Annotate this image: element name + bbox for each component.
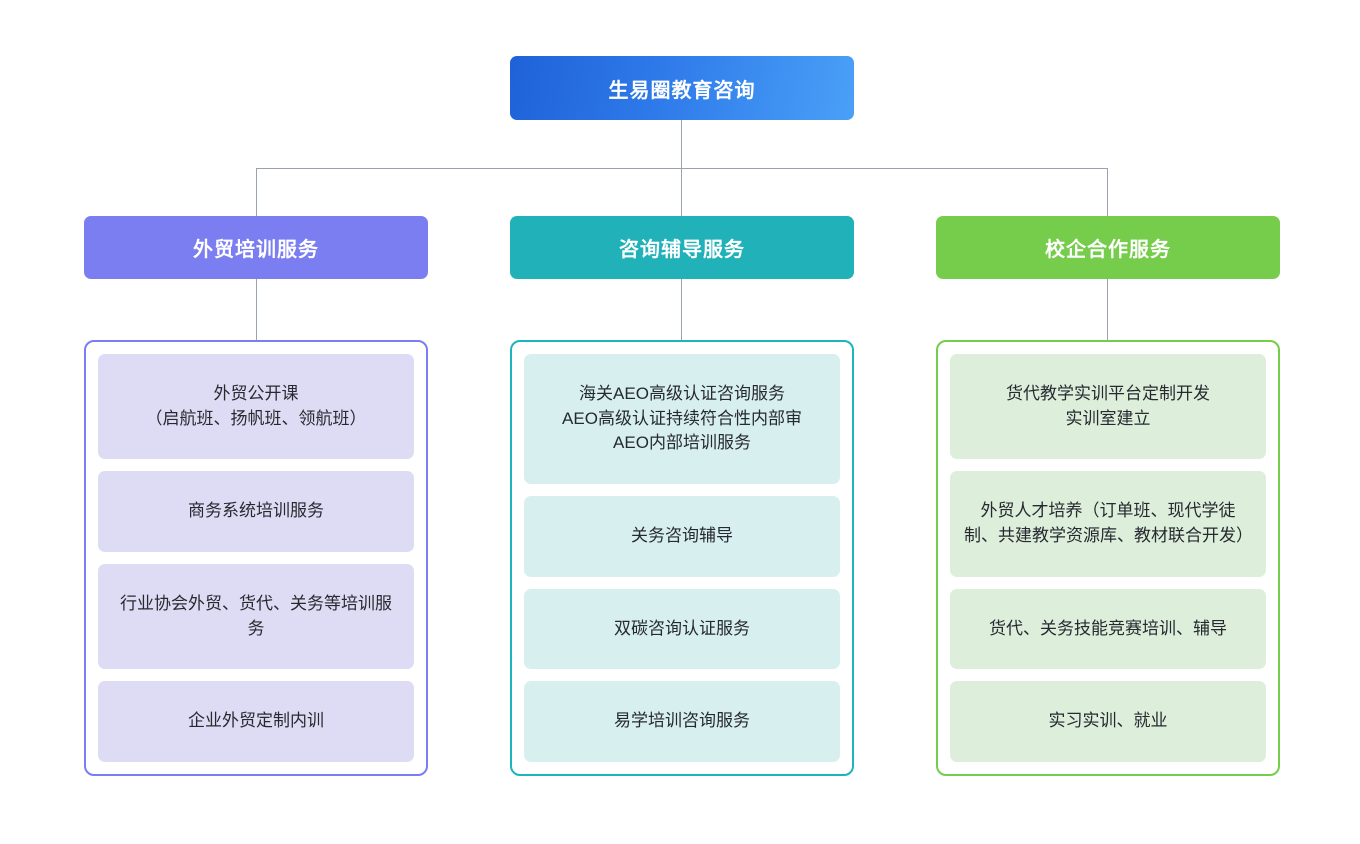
leaf-card[interactable]: 外贸公开课 （启航班、扬帆班、领航班） [98,354,414,460]
branch-group-3: 货代教学实训平台定制开发 实训室建立 外贸人才培养（订单班、现代学徒制、共建教学… [936,340,1280,776]
branch-group-2: 海关AEO高级认证咨询服务 AEO高级认证持续符合性内部审 AEO内部培训服务 … [510,340,854,776]
leaf-card[interactable]: 双碳咨询认证服务 [524,588,840,670]
branch-column-2: 咨询辅导服务 [510,216,854,279]
branch-group-1: 外贸公开课 （启航班、扬帆班、领航班） 商务系统培训服务 行业协会外贸、货代、关… [84,340,428,776]
leaf-card[interactable]: 企业外贸定制内训 [98,681,414,763]
leaf-card[interactable]: 关务咨询辅导 [524,495,840,577]
connector-down-branch-1 [256,168,257,216]
branch-header-1[interactable]: 外贸培训服务 [84,216,428,279]
connector-down-branch-3 [1107,168,1108,216]
leaf-card[interactable]: 行业协会外贸、货代、关务等培训服务 [98,564,414,670]
branch-column-1: 外贸培训服务 [84,216,428,279]
leaf-card[interactable]: 易学培训咨询服务 [524,681,840,763]
leaf-card[interactable]: 海关AEO高级认证咨询服务 AEO高级认证持续符合性内部审 AEO内部培训服务 [524,354,840,484]
leaf-card[interactable]: 外贸人才培养（订单班、现代学徒制、共建教学资源库、教材联合开发） [950,471,1266,577]
leaf-card[interactable]: 货代教学实训平台定制开发 实训室建立 [950,354,1266,460]
connector-down-branch-2 [681,168,682,216]
connector-root-down [681,120,682,168]
leaf-card[interactable]: 实习实训、就业 [950,681,1266,763]
connector-header-to-group-2 [681,279,682,340]
connector-header-to-group-3 [1107,279,1108,340]
branch-column-3: 校企合作服务 [936,216,1280,279]
leaf-card[interactable]: 商务系统培训服务 [98,471,414,553]
root-node[interactable]: 生易圈教育咨询 [510,56,854,120]
connector-header-to-group-1 [256,279,257,340]
leaf-card[interactable]: 货代、关务技能竞赛培训、辅导 [950,588,1266,670]
branch-header-3[interactable]: 校企合作服务 [936,216,1280,279]
branch-header-2[interactable]: 咨询辅导服务 [510,216,854,279]
